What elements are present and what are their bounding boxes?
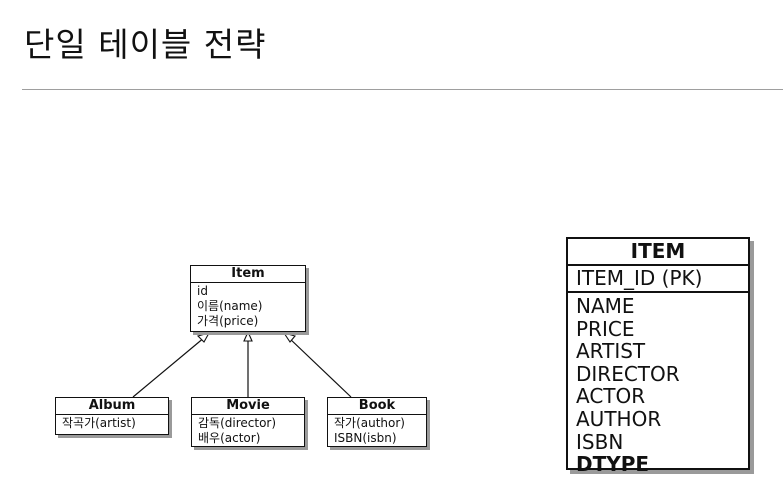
table-name: ITEM (568, 239, 748, 266)
table-column: NAME (576, 294, 635, 318)
table-column: PRICE (576, 316, 635, 341)
table-column: ISBN (576, 429, 624, 454)
title-divider (22, 89, 783, 90)
class-name: Movie (192, 398, 304, 415)
class-attribute: 이름(name) (197, 299, 263, 313)
table-columns: NAME PRICE ARTIST DIRECTOR ACTOR AUTHOR … (568, 293, 748, 476)
discriminator-column: DTYPE (576, 452, 650, 477)
album-inheritance-line (132, 336, 206, 398)
class-name: Book (328, 398, 426, 415)
uml-class-movie: Movie 감독(director) 배우(actor) (191, 397, 305, 447)
class-attribute: 가격(price) (197, 314, 259, 328)
class-attribute: 작곡가(artist) (62, 416, 136, 430)
page-title: 단일 테이블 전략 (24, 25, 267, 64)
movie-arrowhead (243, 330, 253, 342)
uml-class-item: Item id 이름(name) 가격(price) (190, 265, 306, 332)
class-attribute: id (197, 284, 208, 298)
album-arrowhead (196, 332, 211, 343)
primary-key-column: ITEM_ID (PK) (568, 266, 748, 293)
item-table: ITEM ITEM_ID (PK) NAME PRICE ARTIST DIRE… (566, 237, 750, 475)
class-attribute: 배우(actor) (198, 431, 261, 445)
book-arrowhead (282, 332, 296, 343)
class-attribute: 감독(director) (198, 416, 277, 430)
table-column: ACTOR (576, 384, 646, 409)
uml-class-book: Book 작가(author) ISBN(isbn) (327, 397, 427, 447)
table-column: AUTHOR (576, 406, 662, 431)
class-attribute: 작가(author) (334, 416, 405, 430)
book-inheritance-line (287, 336, 352, 398)
table-column: DIRECTOR (576, 361, 680, 386)
uml-class-album: Album 작곡가(artist) (55, 397, 169, 435)
class-attribute: ISBN(isbn) (334, 431, 397, 445)
table-column: ARTIST (576, 339, 646, 364)
class-name: Item (191, 266, 305, 283)
class-name: Album (56, 398, 168, 415)
